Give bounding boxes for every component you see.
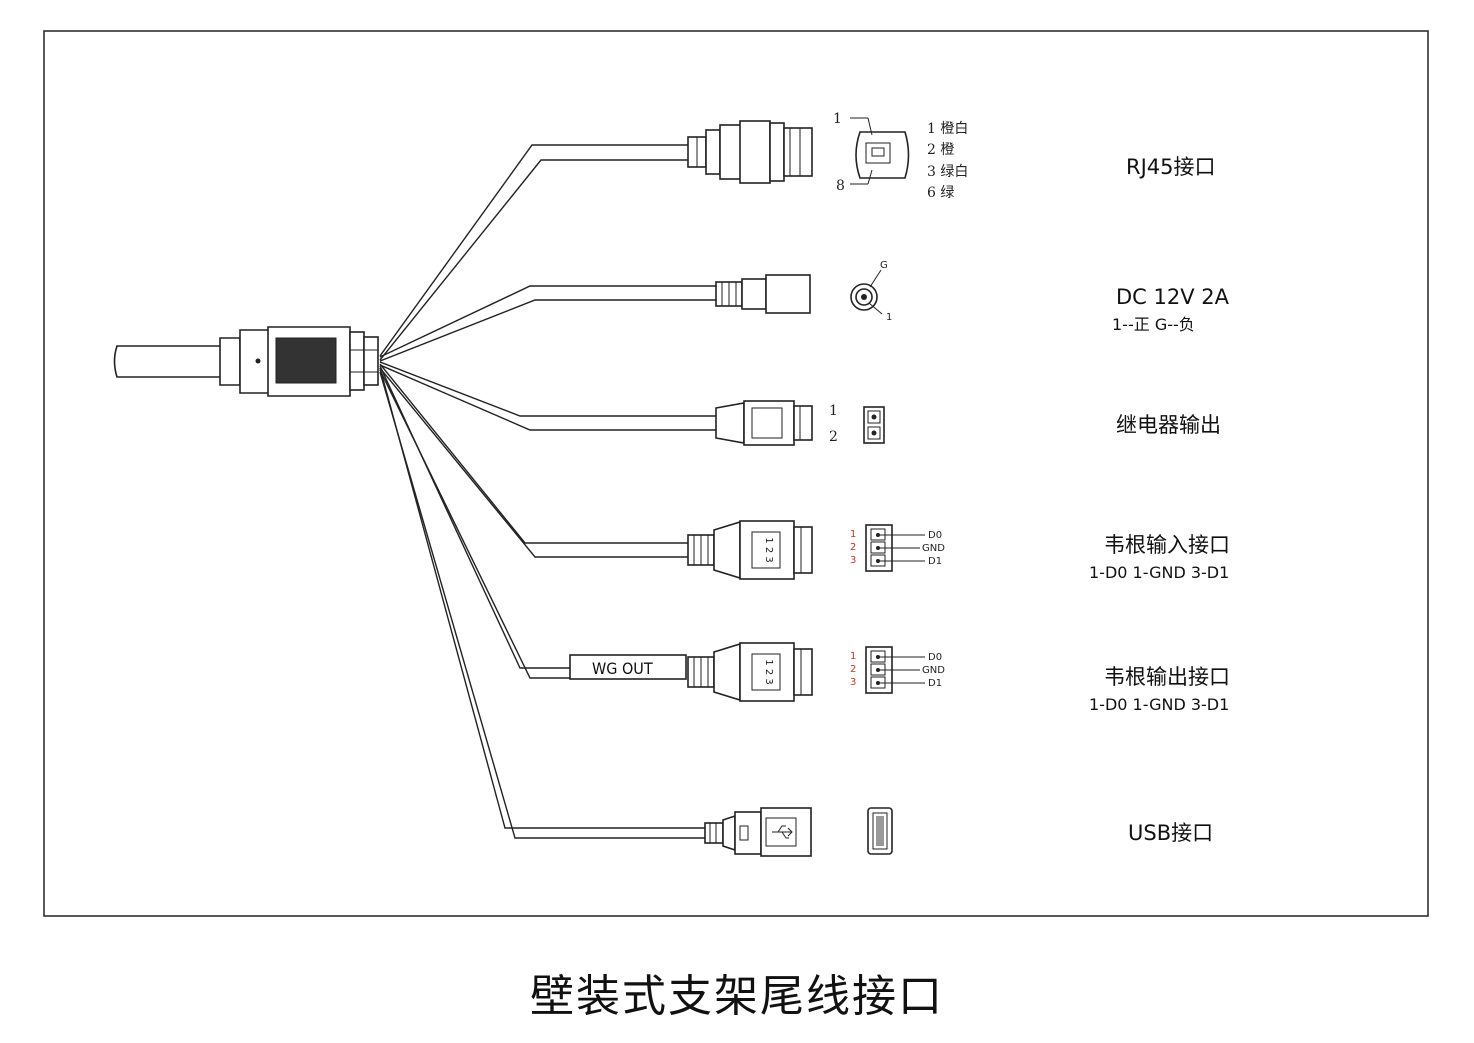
diagram-frame xyxy=(43,30,1429,917)
wg-out-sub-label: 1-D0 1-GND 3-D1 xyxy=(1089,695,1229,714)
wg-out-terminal-icon xyxy=(865,646,925,694)
usb-label: USB接口 xyxy=(1128,821,1213,845)
dc-pin-g: G xyxy=(880,260,888,271)
wg-out-tag: WG OUT xyxy=(592,659,653,678)
usb-port-icon xyxy=(867,807,893,855)
dc-socket-icon xyxy=(850,269,883,315)
wg-out-pin-d1: D1 xyxy=(928,678,942,689)
wg-out-plug xyxy=(569,642,813,702)
wg-out-block-label: 1 2 3 xyxy=(763,659,774,684)
relay-pin-1: 1 xyxy=(829,403,838,419)
wg-out-pin-num-1: 1 xyxy=(850,651,856,662)
wg-out-pin-num-3: 3 xyxy=(850,677,856,688)
wg-out-pin-d0: D0 xyxy=(928,652,942,663)
wg-in-pin-d1: D1 xyxy=(928,556,942,567)
rj45-pin-6: 6 绿 xyxy=(927,185,954,201)
wg-in-pin-num-2: 2 xyxy=(850,542,856,553)
rj45-socket-icon xyxy=(850,117,910,185)
dc-sub-label: 1--正 G--负 xyxy=(1112,315,1195,334)
dc-label: DC 12V 2A xyxy=(1116,285,1230,309)
wg-in-plug xyxy=(687,520,813,580)
wg-in-pin-num-1: 1 xyxy=(850,529,856,540)
rj45-pin-1: 1 橙白 xyxy=(927,121,968,137)
rj45-pin-bottom: 8 xyxy=(836,178,845,194)
relay-terminal-icon xyxy=(863,406,885,444)
wg-in-pin-gnd: GND xyxy=(922,543,945,554)
wg-in-pin-num-3: 3 xyxy=(850,555,856,566)
rj45-pin-3: 3 绿白 xyxy=(927,164,968,180)
wg-out-pin-num-2: 2 xyxy=(850,664,856,675)
dc-pin-1: 1 xyxy=(886,312,892,323)
relay-pin-2: 2 xyxy=(829,429,838,445)
wg-in-label: 韦根输入接口 xyxy=(1104,533,1230,557)
wg-out-label: 韦根输出接口 xyxy=(1104,665,1230,689)
rj45-pin-2: 2 橙 xyxy=(927,142,954,158)
rj45-plug xyxy=(687,120,813,184)
wg-out-pin-gnd: GND xyxy=(922,665,945,676)
branch-cables xyxy=(379,144,716,839)
rj45-label: RJ45接口 xyxy=(1126,155,1216,179)
relay-label: 继电器输出 xyxy=(1116,413,1221,437)
usb-plug xyxy=(704,807,812,857)
wg-in-pin-d0: D0 xyxy=(928,530,942,541)
diagram-caption: 壁装式支架尾线接口 xyxy=(530,971,944,1022)
wg-in-terminal-icon xyxy=(865,524,925,572)
dc-plug xyxy=(715,274,811,314)
wg-in-block-label: 1 2 3 xyxy=(763,537,774,562)
wg-in-sub-label: 1-D0 1-GND 3-D1 xyxy=(1089,563,1229,582)
rj45-pin-top: 1 xyxy=(833,111,842,127)
relay-plug xyxy=(715,400,813,446)
main-cable xyxy=(113,326,379,397)
